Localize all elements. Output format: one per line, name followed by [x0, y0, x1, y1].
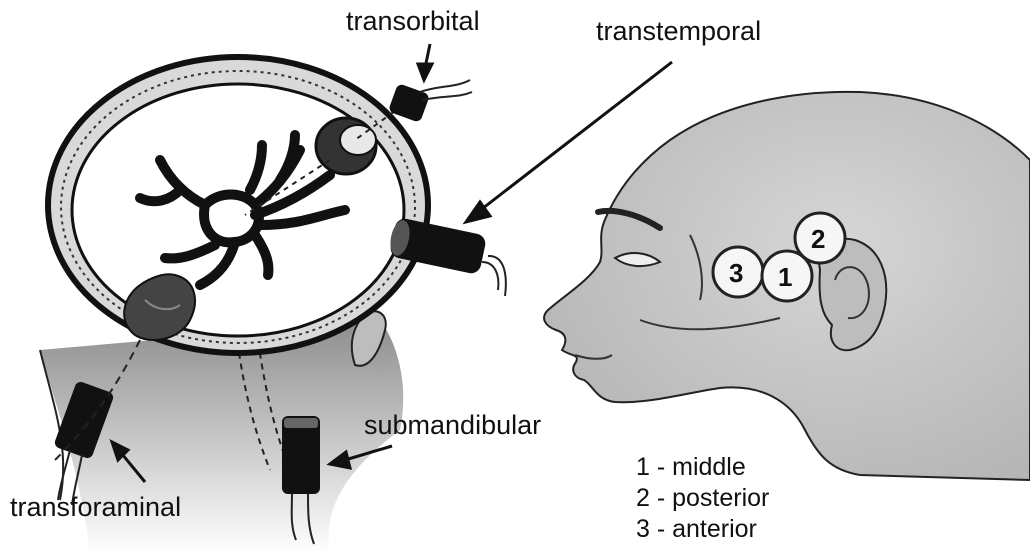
head-profile: 3 1 2: [544, 92, 1030, 480]
window-number-1: 1: [778, 262, 792, 292]
window-legend: 1 - middle 2 - posterior 3 - anterior: [636, 452, 769, 545]
window-number-2: 2: [811, 224, 825, 254]
arrow-transorbital-head: [418, 64, 432, 80]
transtemporal-probe: [387, 217, 505, 296]
legend-item-anterior: 3 - anterior: [636, 514, 769, 545]
window-number-3: 3: [729, 258, 743, 288]
label-transforaminal: transforaminal: [10, 492, 181, 523]
skull-section: [40, 57, 506, 554]
label-transtemporal: transtemporal: [596, 16, 761, 47]
label-transorbital: transorbital: [346, 6, 480, 37]
label-submandibular: submandibular: [364, 410, 541, 441]
eye-lens: [340, 125, 376, 155]
legend-item-middle: 1 - middle: [636, 452, 769, 483]
legend-item-posterior: 2 - posterior: [636, 483, 769, 514]
transorbital-probe: [388, 80, 472, 123]
